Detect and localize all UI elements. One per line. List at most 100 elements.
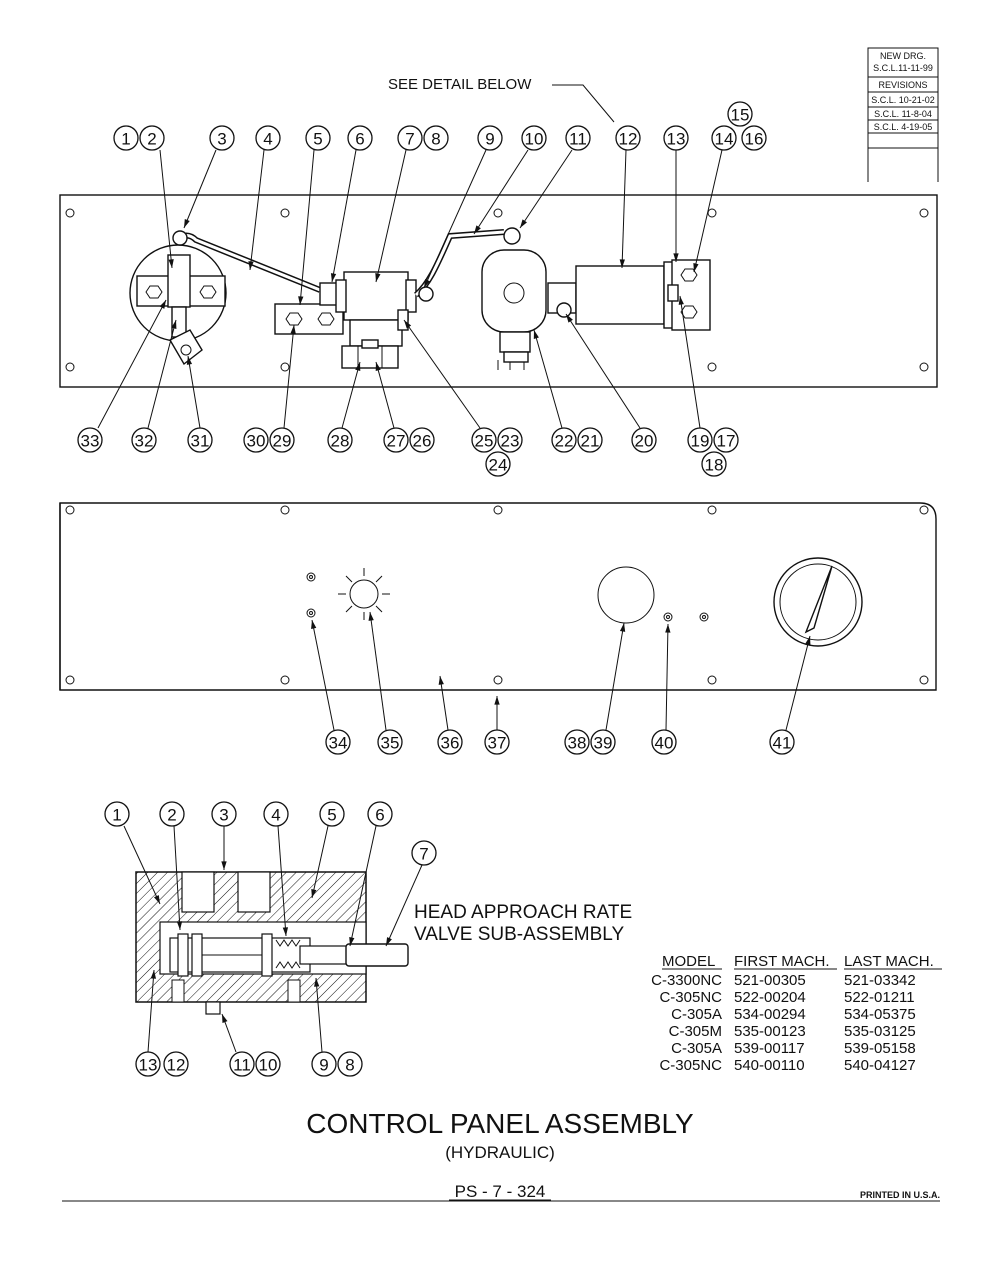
leader-line — [375, 149, 407, 283]
table-cell: 522-01211 — [844, 989, 915, 1006]
callout-circle — [521, 125, 547, 151]
callout-4: 4 — [248, 125, 281, 271]
callout-2: 2 — [159, 801, 185, 931]
callout-circle — [269, 427, 295, 453]
table-cell: 535-00123 — [734, 1023, 806, 1040]
callout-number: 31 — [191, 432, 210, 451]
leader-arrow — [375, 362, 381, 371]
callout-number: 25 — [475, 432, 494, 451]
solenoid-valve — [481, 249, 547, 333]
callout-circle — [769, 729, 795, 755]
leader-arrow — [168, 259, 174, 268]
callout-circle — [319, 801, 345, 827]
callout-30: 30 — [243, 427, 269, 453]
see-detail-label: SEE DETAIL BELOW — [388, 76, 532, 93]
callout-31: 31 — [186, 355, 213, 453]
callout-circle — [565, 125, 591, 151]
leader-line — [283, 324, 295, 429]
leader-line — [565, 313, 641, 429]
callout-number: 38 — [568, 734, 587, 753]
callout-7: 7 — [385, 840, 437, 947]
callout-number: 12 — [167, 1056, 186, 1075]
leader-arrow — [311, 620, 317, 629]
leader-line — [375, 361, 395, 429]
table-cell: C-3300NC — [651, 972, 722, 989]
callout-23: 23 — [497, 427, 523, 453]
leader-line — [349, 825, 377, 947]
needle-valve-knob — [341, 345, 399, 369]
callout-22: 22 — [533, 329, 577, 453]
callout-number: 7 — [419, 845, 428, 864]
leader-line — [785, 635, 811, 731]
leader-arrow — [311, 889, 317, 898]
leader-line — [173, 825, 181, 931]
pilot-light — [338, 568, 390, 620]
callout-circle — [113, 125, 139, 151]
callout-circle — [409, 427, 435, 453]
callout-number: 33 — [81, 432, 100, 451]
callout-number: 39 — [594, 734, 613, 753]
leader-arrow — [566, 314, 573, 323]
callout-number: 37 — [488, 734, 507, 753]
leader-arrow — [424, 279, 430, 288]
leader-arrow — [171, 320, 177, 329]
callout-circle — [327, 427, 353, 453]
upper-panel — [59, 194, 938, 388]
callout-circle — [631, 427, 657, 453]
callout-6: 6 — [349, 801, 393, 947]
callout-number: 9 — [485, 130, 494, 149]
callout-circle — [305, 125, 331, 151]
callout-circle — [477, 125, 503, 151]
callout-40: 40 — [651, 623, 677, 755]
table-cell: 521-03342 — [844, 972, 916, 989]
callout-13: 13 — [663, 125, 689, 262]
callout-number: 13 — [667, 130, 686, 149]
callout-number: 4 — [271, 806, 280, 825]
callout-12: 12 — [615, 125, 641, 269]
callout-number: 2 — [147, 130, 156, 149]
callout-13: 13 — [135, 969, 161, 1077]
callout-number: 5 — [327, 806, 336, 825]
leader-line — [693, 149, 723, 273]
lower-panel — [59, 502, 937, 691]
callout-34: 34 — [311, 619, 351, 755]
callout-9: 9 — [311, 977, 337, 1077]
page-number: PS - 7 - 324 — [455, 1182, 546, 1201]
callout-number: 7 — [405, 130, 414, 149]
callout-number: 28 — [331, 432, 350, 451]
callout-circle — [497, 427, 523, 453]
leader-line — [605, 622, 625, 731]
callout-number: 5 — [313, 130, 322, 149]
leader-arrow — [520, 219, 527, 228]
table-cell: 540-04127 — [844, 1057, 916, 1074]
revision-block: NEW DRG. S.C.L.11-11-99 REVISIONS S.C.L.… — [867, 47, 939, 182]
leader-arrow — [222, 1014, 228, 1023]
leader-arrow — [159, 300, 166, 309]
leader-arrow — [355, 362, 361, 371]
leader-arrow — [404, 320, 412, 329]
revision-1: S.C.L. 10-21-02 — [871, 95, 935, 105]
callout-circle — [211, 801, 237, 827]
leader-line — [385, 864, 423, 947]
callout-26: 26 — [409, 427, 435, 453]
callout-10: 10 — [473, 125, 547, 235]
leader-line — [249, 149, 265, 271]
callout-8: 8 — [337, 1051, 363, 1077]
callout-19: 19 — [678, 295, 713, 453]
leader-line — [311, 825, 329, 899]
callout-29: 29 — [269, 324, 296, 453]
leader-arrow — [221, 861, 227, 870]
table-cell: C-305A — [671, 1006, 722, 1023]
valve-section-detail — [135, 871, 409, 1015]
leader-arrow — [186, 356, 193, 365]
callout-circle — [104, 801, 130, 827]
leader-arrow — [176, 921, 183, 930]
callout-8: 8 — [423, 125, 449, 151]
see-detail-leader — [552, 84, 615, 123]
callout-circle — [551, 427, 577, 453]
callout-circle — [163, 1051, 189, 1077]
leader-arrow — [184, 219, 190, 228]
callout-number: 20 — [635, 432, 654, 451]
callout-circle — [437, 729, 463, 755]
